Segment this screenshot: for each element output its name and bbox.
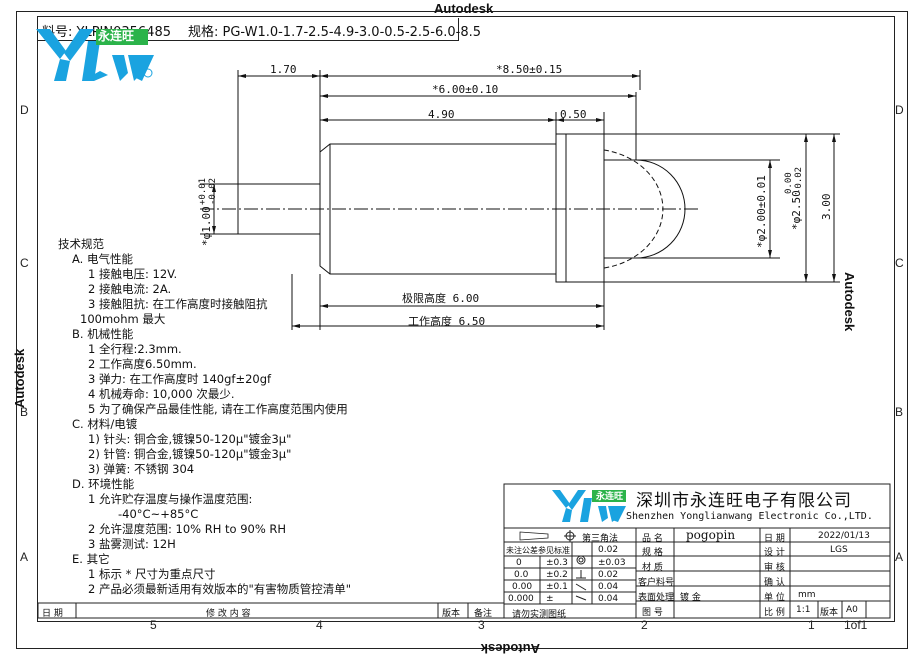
revision-content-header: 修 改 内 容: [206, 609, 251, 619]
spec-line: 1) 针头: 铜合金,镀镍50-120μ"镀金3μ": [88, 432, 292, 446]
dim-0-50: 0.50: [560, 108, 587, 121]
unit-value: mm: [798, 590, 816, 600]
tolerance-value: ±0.1: [546, 582, 568, 592]
spec-line: 2 工作高度6.50mm.: [88, 357, 197, 371]
spec-title: 技术规范: [58, 237, 104, 251]
revision-version-header: 版本: [442, 609, 461, 619]
spec-line: -40°C~+85°C: [118, 507, 199, 521]
spec-line: 2 接触电流: 2A.: [88, 282, 172, 296]
confirm-label: 确 认: [764, 578, 785, 588]
drawing-outer-frame: [16, 11, 908, 649]
zone-bottom-3: 3: [478, 618, 485, 632]
spec-line: D. 环境性能: [72, 477, 135, 491]
zone-bottom-2: 2: [641, 618, 648, 632]
spec-code: 规格: PG-W1.0-1.7-2.5-4.9-3.0-0.5-2.5-6.0-…: [188, 25, 482, 40]
spec-line: 100mohm 最大: [80, 312, 166, 326]
spec-line: 3 接触阻抗: 在工作高度时接触阻抗: [88, 297, 268, 311]
review-label: 审 核: [764, 563, 785, 573]
tolerance-header: 未注公差参见标准: [506, 546, 570, 555]
spec-line: B. 机械性能: [72, 327, 134, 341]
tolerance-value: ±: [546, 594, 554, 604]
spec-line: 3 弹力: 在工作高度时 140gf±20gf: [88, 372, 272, 386]
tolerance-geo: ±0.03: [598, 558, 626, 568]
spec-line: 1 允许贮存温度与操作温度范围:: [88, 492, 253, 506]
tolerance-size: 0.00: [512, 582, 533, 592]
date-label: 日 期: [764, 534, 785, 544]
spec-line: 3 盐雾测试: 12H: [88, 537, 176, 551]
surface-finish-label: 表面处理: [638, 593, 675, 603]
dim-1-70: 1.70: [270, 63, 297, 76]
tolerance-geo: 0.02: [598, 570, 619, 580]
dim-limit-height: 极限高度 6.00: [402, 292, 480, 305]
spec-label: 规 格: [642, 548, 663, 558]
spec-line: 4 机械寿命: 10,000 次最少.: [88, 387, 235, 401]
drawing-no-label: 图 号: [642, 608, 663, 618]
spec-line: 2 产品必须最新适用有效版本的"有害物质管控清单": [88, 582, 352, 596]
zone-bottom-5: 5: [150, 618, 157, 632]
tolerance-value: ±0.3: [546, 558, 568, 568]
unit-label: 单 位: [764, 593, 785, 603]
tolerance-size: 0.000: [508, 594, 534, 604]
tolerance-geo: 0.04: [598, 582, 619, 592]
surface-finish-value: 镀 金: [680, 593, 701, 603]
company-logo-titleblock: [552, 490, 626, 522]
product-name-label: 品 名: [642, 534, 663, 544]
tolerance-value: ±0.2: [546, 570, 568, 580]
do-not-measure-note: 请勿实测图纸: [512, 610, 567, 620]
spec-line: 5 为了确保产品最佳性能, 请在工作高度范围内使用: [88, 402, 348, 416]
spec-line: 3) 弹簧: 不锈钢 304: [88, 462, 195, 476]
logo-top-text: 永连旺: [98, 29, 135, 43]
drawing-inner-frame: [37, 16, 895, 622]
dim-work-height: 工作高度 6.50: [408, 315, 486, 328]
zone-left-b: B: [20, 405, 29, 419]
dim-4-90: 4.90: [428, 108, 455, 121]
spec-line: 2 允许湿度范围: 10% RH to 90% RH: [88, 522, 287, 536]
spec-line: 2) 针管: 铜合金,镀镍50-120μ"镀金3μ": [88, 447, 292, 461]
zone-right-a: A: [895, 550, 904, 564]
spec-line: C. 材料/电镀: [72, 417, 138, 431]
zone-right-c: C: [895, 256, 904, 270]
tolerance-geo-1: 0.02: [598, 545, 619, 555]
zone-bottom-4: 4: [316, 618, 323, 632]
scale-value: 1:1: [796, 605, 811, 615]
version-value: A0: [846, 605, 858, 615]
spec-line: E. 其它: [72, 552, 110, 566]
design-value: LGS: [830, 545, 848, 555]
product-name-value: pogopin: [686, 528, 736, 542]
dim-8-50: *8.50±0.15: [496, 63, 563, 76]
spec-line: 1 接触电压: 12V.: [88, 267, 178, 281]
tolerance-size: 0: [516, 558, 522, 568]
logo-titleblock-text: 永连旺: [596, 492, 624, 502]
tolerance-geo: 0.04: [598, 594, 619, 604]
customer-no-label: 客户料号: [638, 578, 675, 588]
projection-method: 第三角法: [582, 534, 619, 544]
spec-line: 1 全行程:2.3mm.: [88, 342, 182, 356]
zone-right-d: D: [895, 103, 904, 117]
revision-date-header: 日 期: [42, 609, 63, 619]
zone-bottom-1: 1: [808, 618, 815, 632]
company-name-cn: 深圳市永连旺电子有限公司: [636, 491, 852, 511]
zone-right-b: B: [895, 405, 904, 419]
tolerance-size: 0.0: [514, 570, 529, 580]
version-label: 版本: [820, 608, 839, 618]
design-label: 设 计: [764, 548, 785, 558]
dim-6-00: *6.00±0.10: [432, 83, 499, 96]
revision-note-header: 备注: [474, 609, 493, 619]
zone-left-d: D: [20, 103, 29, 117]
company-logo-top: [36, 29, 154, 81]
sheet-number: 1of1: [844, 618, 868, 632]
company-name-en: Shenzhen Yonglianwang Electronic Co.,LTD…: [626, 511, 873, 522]
watermark-top: Autodesk: [434, 1, 494, 16]
material-label: 材 质: [642, 563, 663, 573]
zone-left-a: A: [20, 550, 29, 564]
spec-line: 1 标示 * 尺寸为重点尺寸: [88, 567, 216, 581]
header-label-box: [38, 18, 459, 41]
scale-label: 比 例: [764, 608, 785, 618]
date-value: 2022/01/13: [818, 531, 870, 541]
zone-left-c: C: [20, 256, 29, 270]
spec-line: A. 电气性能: [72, 252, 133, 266]
